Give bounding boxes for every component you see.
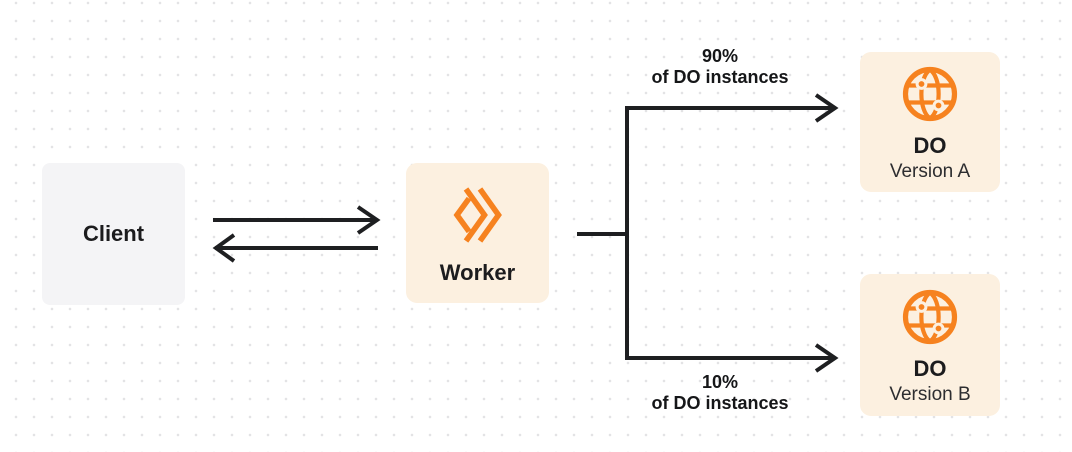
worker-label: Worker [439, 260, 516, 285]
branch-top-percent: 90% [701, 46, 739, 66]
durable-object-globe-icon [902, 289, 958, 345]
do-version-a-node: DO Version A [860, 52, 1000, 192]
branch-top-caption: of DO instances [651, 67, 789, 87]
branch-bottom-percent: 10% [701, 372, 739, 392]
branch-bottom-label: 10% of DO instances [600, 372, 840, 414]
arrow-branch-bottom [625, 343, 839, 373]
do-a-title: DO [913, 133, 947, 158]
cloudflare-workers-icon [453, 187, 502, 243]
do-a-subtitle: Version A [889, 161, 971, 183]
arrow-worker-to-client [212, 233, 378, 263]
arrow-client-to-worker [213, 205, 381, 235]
durable-object-globe-icon [902, 66, 958, 122]
worker-node: Worker [406, 163, 549, 303]
client-node: Client [42, 163, 185, 305]
do-version-b-node: DO Version B [860, 274, 1000, 416]
client-label: Client [82, 221, 145, 247]
do-b-subtitle: Version B [889, 384, 971, 406]
branch-top-label: 90% of DO instances [600, 46, 840, 88]
branch-bottom-caption: of DO instances [651, 393, 789, 413]
do-b-title: DO [913, 356, 947, 381]
arrow-branch-top [625, 93, 839, 123]
